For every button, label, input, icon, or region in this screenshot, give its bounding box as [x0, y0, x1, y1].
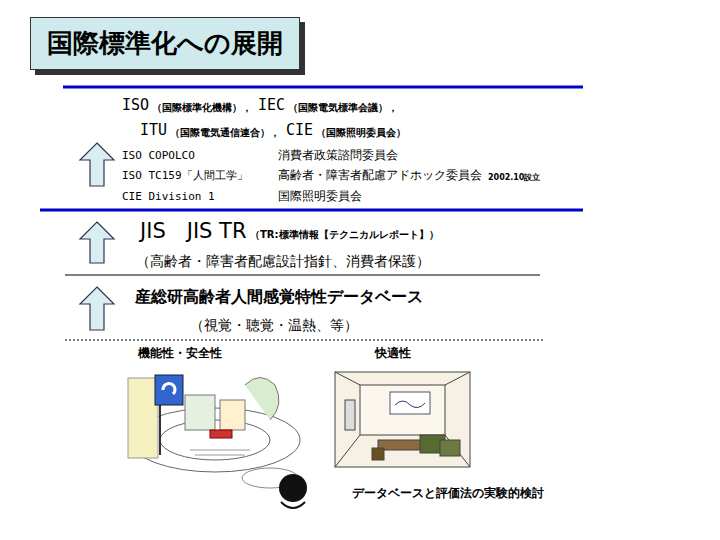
org-name: ITU — [140, 122, 167, 139]
aspect-label: 快適性 — [375, 347, 411, 361]
up-arrow — [80, 143, 114, 330]
street-scene — [128, 375, 300, 488]
standard-note: （TR:標準情報【テクニカルレポート】） — [250, 229, 439, 241]
org-note: （国際照明委員会） — [316, 127, 406, 139]
database-scope: （視覚・聴覚・温熱、等） — [190, 317, 358, 333]
org-name: ISO — [122, 97, 149, 114]
committee: ISO COPOLCO — [122, 150, 195, 163]
org-note: （国際電気通信連合）， — [170, 127, 280, 139]
org-name: IEC — [258, 97, 285, 114]
database-name: 産総研高齢者人間感覚特性データベース — [135, 288, 423, 306]
aspect-label: 機能性・安全性 — [138, 347, 222, 361]
room-scene — [335, 372, 470, 467]
committee-name: 国際照明委員会 — [278, 190, 362, 204]
title-box: 国際標準化への展開 — [30, 17, 300, 70]
org-note: （国際電気標準会議）， — [288, 102, 398, 114]
org-name: CIE — [286, 122, 313, 139]
standard-scope: （高齢者・障害者配慮設計指針、消費者保護） — [136, 253, 430, 269]
rule — [65, 275, 540, 276]
blue-rule — [63, 86, 583, 89]
dotted-rule — [65, 340, 545, 341]
blue-rule — [40, 209, 583, 212]
org-note: （国際標準化機構）， — [152, 102, 252, 114]
committee-name: 消費者政策諮問委員会 — [278, 149, 398, 163]
date-note: 2002.10設立 — [488, 173, 540, 182]
person-head — [279, 474, 307, 508]
committee: CIE Division 1 — [122, 191, 215, 204]
standard-name: JIS JIS TR — [140, 219, 247, 243]
committee-name: 高齢者・障害者配慮アドホック委員会 — [278, 169, 482, 183]
title: 国際標準化への展開 — [31, 18, 299, 69]
committee: ISO TC159「人間工学」 — [122, 170, 248, 183]
caption-note: データベースと評価法の実験的検討 — [352, 487, 544, 501]
